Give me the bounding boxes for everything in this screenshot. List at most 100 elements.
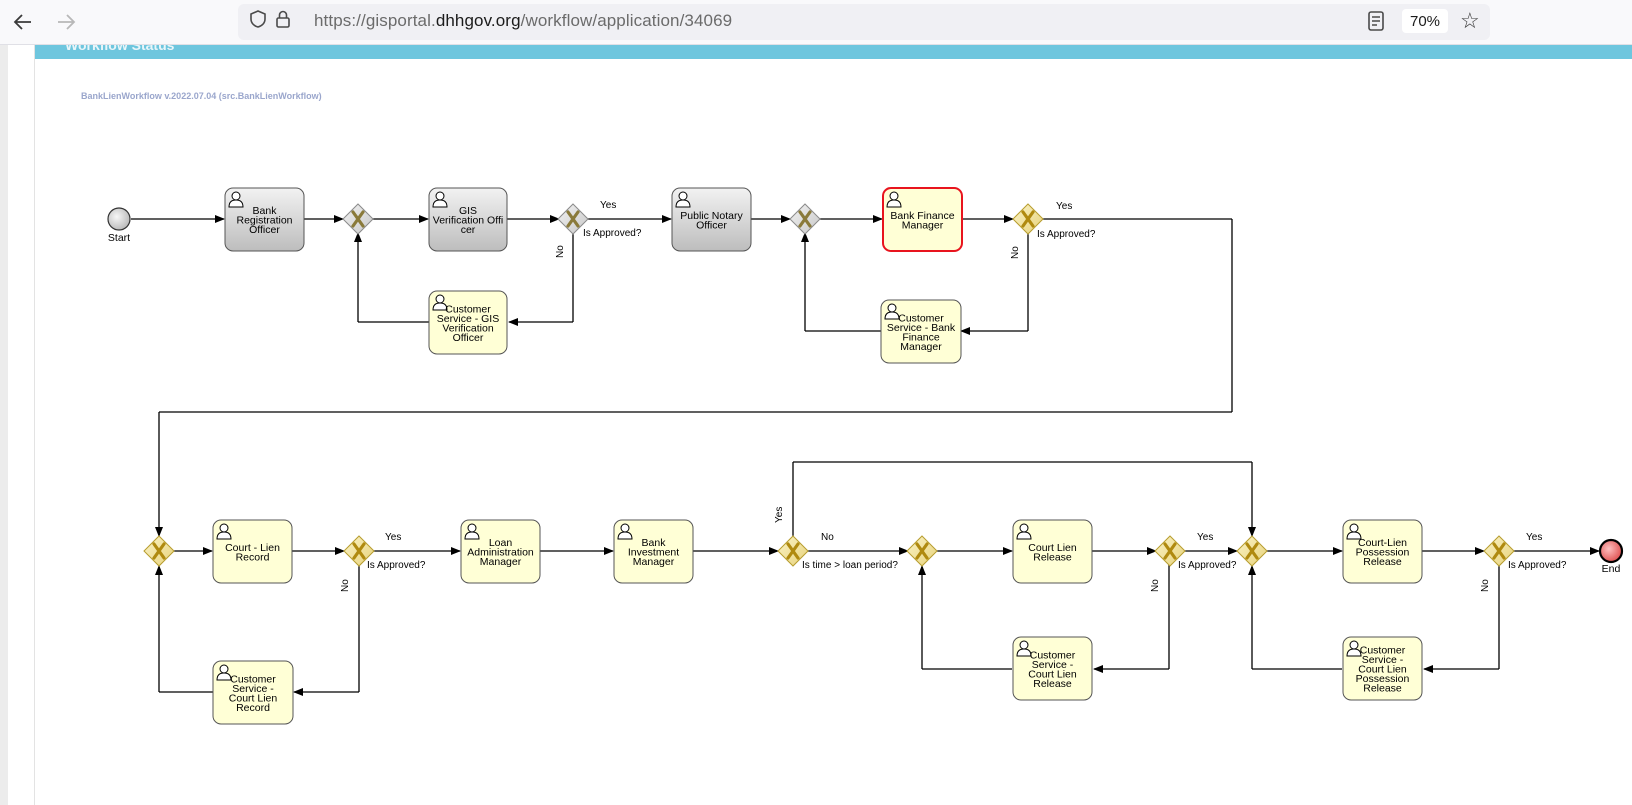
label-yes: Yes [774, 507, 785, 523]
task-label-line: Service - [1362, 654, 1404, 666]
label-no: No [821, 532, 834, 543]
gateway-x-icon [915, 542, 929, 560]
task-label-line: Public Notary [680, 210, 743, 222]
label-is-approved: Is Approved? [1508, 560, 1567, 571]
user-icon [675, 191, 691, 208]
exclusive-gateway[interactable] [143, 535, 175, 567]
exclusive-gateway[interactable] [343, 535, 375, 567]
task-label-line: Administration [467, 547, 534, 559]
forward-arrow-icon[interactable] [52, 8, 80, 36]
url-text[interactable]: https://gisportal.dhhgov.org/workflow/ap… [314, 11, 733, 30]
lock-icon[interactable] [273, 9, 293, 29]
task-label-line: Service - Bank [887, 322, 956, 334]
label-is-approved: Is Approved? [1178, 560, 1237, 571]
task-label-line: Registration [236, 215, 292, 227]
user-icon [216, 664, 232, 681]
task-label-line: Service - [1032, 659, 1074, 671]
gateway-x-icon [786, 542, 800, 560]
gateway-x-icon [1492, 542, 1506, 560]
task-label-line: Investment [628, 547, 679, 559]
workflow-title: BankLienWorkflow v.2022.07.04 (src.BankL… [81, 91, 322, 101]
user-icon [886, 191, 902, 208]
user-icon [1346, 523, 1362, 540]
label-is-approved: Is Approved? [367, 560, 426, 571]
label-is-approved: Is Approved? [1037, 229, 1096, 240]
end-event[interactable]: End [1598, 538, 1624, 575]
label-is-time-gt-loan-period: Is time > loan period? [802, 560, 898, 571]
label-no: No [1010, 246, 1021, 259]
gateway-x-icon [1245, 542, 1259, 560]
exclusive-gateway[interactable] [557, 203, 589, 235]
gateways [143, 203, 1515, 567]
task-label-line: Officer [453, 332, 484, 344]
bookmark-star-icon[interactable]: ☆ [1460, 8, 1480, 33]
task-label-line: Bank [253, 205, 278, 217]
user-icon [884, 303, 900, 320]
task-label-line: Customer [1030, 649, 1076, 661]
zoom-level-button[interactable]: 70% [1402, 9, 1448, 33]
user-icon [228, 191, 244, 208]
start-event[interactable]: Start [107, 207, 131, 244]
exclusive-gateway[interactable] [1154, 535, 1186, 567]
task-label-line: Finance [902, 331, 940, 343]
user-icon [1016, 640, 1032, 657]
gateway-x-icon [352, 542, 366, 560]
task-label-line: Court Lien [1028, 668, 1077, 680]
task-label-line: Officer [696, 219, 727, 231]
back-arrow-icon[interactable] [9, 8, 37, 36]
exclusive-gateway[interactable] [342, 203, 374, 235]
svg-text:Start: Start [108, 232, 130, 244]
workflow-header-bar: Workflow Status [35, 45, 1632, 59]
task-label-line: Release [1363, 556, 1402, 568]
task-label-line: Court Lien [229, 692, 278, 704]
left-scroll-strip [0, 45, 8, 805]
label-yes: Yes [1056, 201, 1072, 212]
exclusive-gateway[interactable] [777, 535, 809, 567]
user-icon [432, 191, 448, 208]
task-label-line: Court - Lien [225, 542, 280, 554]
task-label-line: Verification [442, 322, 494, 334]
task-label-line: Loan [489, 537, 513, 549]
shield-icon[interactable] [248, 9, 268, 29]
task-label-line: cer [461, 224, 476, 236]
task-label-line: Service - [232, 683, 274, 695]
exclusive-gateway[interactable] [1483, 535, 1515, 567]
task-label-line: Possession [1356, 673, 1410, 685]
reader-view-icon[interactable] [1366, 10, 1386, 37]
task-label-line: Bank Finance [890, 210, 954, 222]
address-bar[interactable] [238, 4, 1490, 40]
browser-toolbar: https://gisportal.dhhgov.org/workflow/ap… [0, 0, 1632, 45]
label-is-approved: Is Approved? [583, 228, 642, 239]
label-yes: Yes [1526, 532, 1542, 543]
exclusive-gateway[interactable] [1236, 535, 1268, 567]
user-icon [216, 523, 232, 540]
task-label-line: Release [1033, 551, 1072, 563]
user-icon [464, 523, 480, 540]
exclusive-gateway[interactable] [789, 203, 821, 235]
exclusive-gateway[interactable] [906, 535, 938, 567]
sequence-flows [131, 215, 1600, 696]
task-label-line: Manager [633, 556, 675, 568]
gateway-x-icon [152, 542, 166, 560]
exclusive-gateway[interactable] [1012, 203, 1044, 235]
content-border [34, 45, 35, 805]
label-yes: Yes [1197, 532, 1213, 543]
task-label-line: Court Lien [1358, 664, 1407, 676]
label-no: No [1480, 579, 1491, 592]
label-yes: Yes [600, 200, 616, 211]
